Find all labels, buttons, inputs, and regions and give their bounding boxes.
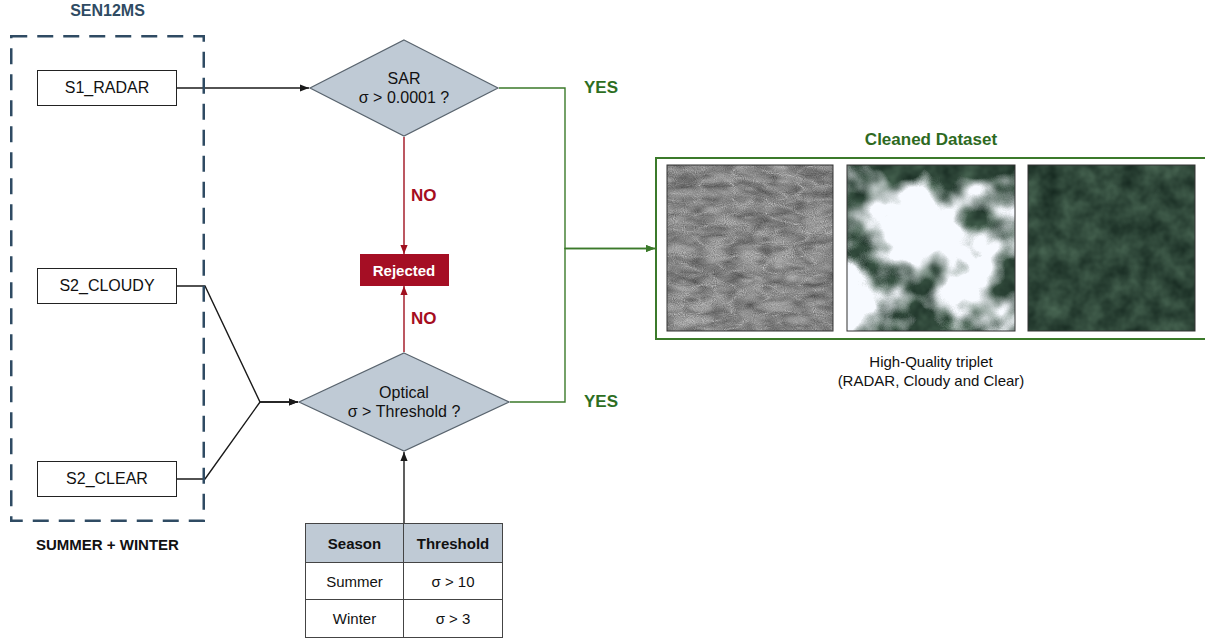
table-header: Season	[306, 524, 404, 563]
image-frame	[1028, 165, 1195, 331]
diamond-outline	[299, 353, 509, 451]
connector	[403, 286, 404, 352]
connector	[177, 402, 298, 479]
clear-image	[1028, 165, 1195, 331]
edge-label: NO	[411, 309, 437, 329]
edge-label: YES	[584, 78, 618, 98]
cloud-cover	[847, 165, 1015, 331]
threshold-table: SeasonThresholdSummerσ > 10Winterσ > 3	[305, 523, 503, 638]
group-title: SEN12MS	[0, 2, 225, 20]
panel-title: Cleaned Dataset	[657, 130, 1205, 150]
connector	[510, 249, 655, 403]
sar-image	[667, 165, 833, 331]
connector	[177, 87, 309, 88]
box-label: S2_CLEAR	[66, 470, 148, 488]
diamond-shape	[309, 39, 499, 137]
box-label: S1_RADAR	[65, 79, 149, 97]
cloudy-image	[847, 165, 1015, 331]
table-header: Threshold	[404, 524, 502, 563]
table-cell: σ > 3	[404, 600, 502, 637]
decision-diamond: Optical σ > Threshold ?	[298, 352, 510, 452]
connector	[403, 137, 404, 254]
edge-label: NO	[411, 186, 437, 206]
decision-text: Optical σ > Threshold ?	[319, 383, 489, 421]
diamond-outline	[310, 40, 498, 136]
box-label: S2_CLOUDY	[59, 277, 154, 295]
table-cell: Winter	[306, 600, 404, 637]
connector	[403, 452, 404, 523]
rejected-box: Rejected	[360, 254, 449, 286]
result-panel: Cleaned DatasetHigh-Quality triplet (RAD…	[655, 157, 1205, 340]
image-frame	[667, 165, 833, 331]
decision-diamond: SAR σ > 0.0001 ?	[309, 39, 499, 137]
edge-label: YES	[584, 392, 618, 412]
dataset-group: SEN12MSSUMMER + WINTERS1_RADARS2_CLOUDYS…	[10, 35, 205, 522]
decision-text: SAR σ > 0.0001 ?	[329, 69, 479, 107]
diamond-shape	[298, 352, 510, 452]
image-frame	[847, 165, 1015, 331]
panel-caption: High-Quality triplet (RADAR, Cloudy and …	[811, 352, 1051, 390]
group-note: SUMMER + WINTER	[0, 536, 235, 553]
process-box: S2_CLOUDY	[37, 268, 177, 304]
table-cell: Summer	[306, 563, 404, 600]
table-cell: σ > 10	[404, 563, 502, 600]
connector	[177, 286, 298, 402]
process-box: S1_RADAR	[37, 70, 177, 106]
connector	[499, 88, 655, 249]
dashed-border	[11, 36, 204, 521]
process-box: S2_CLEAR	[37, 461, 177, 497]
box-label: Rejected	[373, 262, 436, 279]
